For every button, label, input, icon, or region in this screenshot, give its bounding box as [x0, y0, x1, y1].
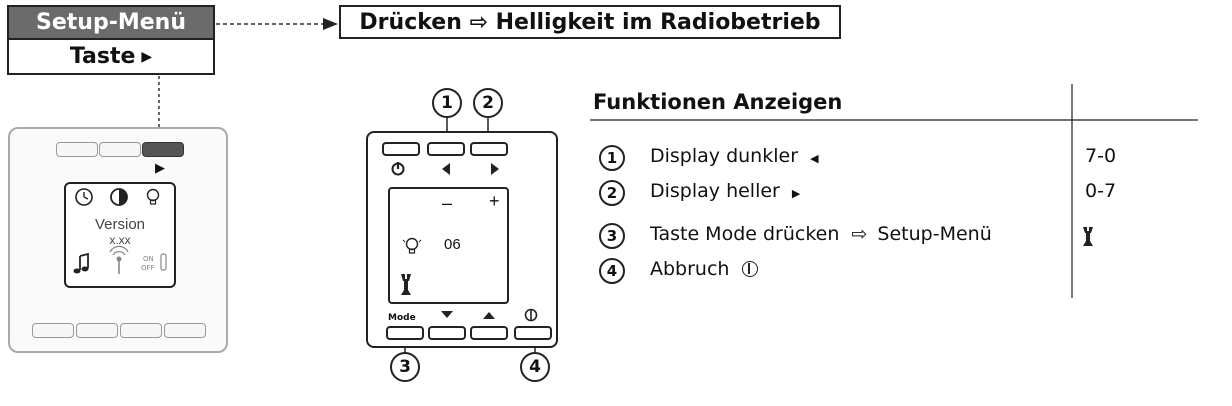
left-top-key-1	[56, 142, 98, 157]
right-top-key-1	[382, 142, 420, 156]
row-2-label: Display heller	[650, 180, 780, 202]
arrow-left-icon: ◀	[810, 152, 819, 165]
arrow-up-icon	[483, 312, 495, 319]
antenna-icon	[109, 245, 129, 274]
row-1-number: 1	[599, 145, 625, 171]
right-bottom-key-power	[514, 326, 552, 340]
clock-icon	[75, 188, 93, 206]
row-3-text: Taste Mode drücken ⇨ Setup-Menü	[650, 223, 992, 245]
callout-1: 1	[432, 88, 462, 118]
arrow-right-icon: ▶	[155, 161, 165, 176]
brightness-value: 06	[444, 236, 461, 253]
row-2-value: 0-7	[1085, 180, 1117, 202]
right-device: – + 06 Mode	[366, 131, 558, 348]
callout-3: 3	[390, 352, 420, 382]
mode-label: Mode	[388, 313, 416, 323]
power-icon	[391, 162, 405, 176]
off-label: OFF	[141, 264, 155, 272]
row-3-number: 3	[599, 223, 625, 249]
version-label: Version	[94, 216, 146, 233]
power-icon	[524, 308, 538, 322]
arrow-right-icon	[491, 163, 499, 175]
arrow-right-icon: ▶	[791, 187, 801, 200]
music-note-icon	[73, 252, 89, 274]
arrow-left-icon	[442, 163, 450, 175]
wrench-icon	[401, 274, 411, 295]
right-bottom-key-up	[470, 326, 508, 340]
power-icon	[741, 261, 758, 277]
right-top-symbols	[391, 162, 499, 176]
right-top-key-2	[427, 142, 465, 156]
row-3-label: Taste Mode drücken	[650, 223, 840, 245]
arrow-right-icon: ▶	[141, 48, 153, 65]
row-4-number: 4	[599, 258, 625, 284]
setup-menu-label: Setup-Menü	[7, 5, 215, 40]
row-2-text: Display heller ▶	[650, 180, 800, 202]
on-off-icon	[160, 253, 167, 271]
version-value: x.xx	[109, 233, 131, 247]
right-bottom-key-mode	[386, 326, 424, 340]
right-top-key-3	[470, 142, 508, 156]
left-screen: Version x.xx ON OFF	[64, 182, 176, 288]
left-screen-icons	[73, 188, 167, 274]
bulb-icon	[146, 188, 160, 205]
left-bottom-key-3	[120, 323, 162, 338]
taste-text: Taste	[69, 44, 136, 69]
row-1-text: Display dunkler ◀	[650, 145, 819, 167]
row-4-text: Abbruch	[650, 258, 758, 280]
bulb-icon	[402, 237, 422, 254]
arrow-down-icon	[441, 311, 453, 318]
right-screen: – + 06	[388, 187, 509, 304]
right-bottom-symbols	[441, 308, 538, 322]
row-1-label: Display dunkler	[650, 145, 799, 167]
wrench-icon	[1083, 227, 1093, 246]
row-4-label: Abbruch	[650, 258, 730, 280]
taste-label: Taste ▶	[7, 40, 215, 75]
row-3-target: Setup-Menü	[877, 223, 992, 245]
on-label: ON	[143, 255, 154, 263]
left-top-key-3	[142, 142, 184, 157]
left-bottom-key-4	[164, 323, 206, 338]
left-bottom-key-2	[76, 323, 118, 338]
plus-sign: +	[489, 191, 500, 211]
functions-title: Funktionen Anzeigen	[593, 90, 843, 114]
left-bottom-key-1	[32, 323, 74, 338]
row-2-number: 2	[599, 180, 625, 206]
left-device: ▶	[8, 127, 228, 353]
row-3-arrow: ⇨	[851, 223, 868, 245]
callout-2: 2	[473, 88, 503, 118]
callout-4: 4	[520, 352, 550, 382]
row-1-value: 7-0	[1085, 145, 1117, 167]
right-bottom-key-down	[428, 326, 466, 340]
left-top-key-2	[99, 142, 141, 157]
headline-box: Drücken ⇨ Helligkeit im Radiobetrieb	[339, 5, 841, 39]
minus-sign: –	[442, 193, 453, 213]
contrast-icon	[110, 188, 128, 206]
